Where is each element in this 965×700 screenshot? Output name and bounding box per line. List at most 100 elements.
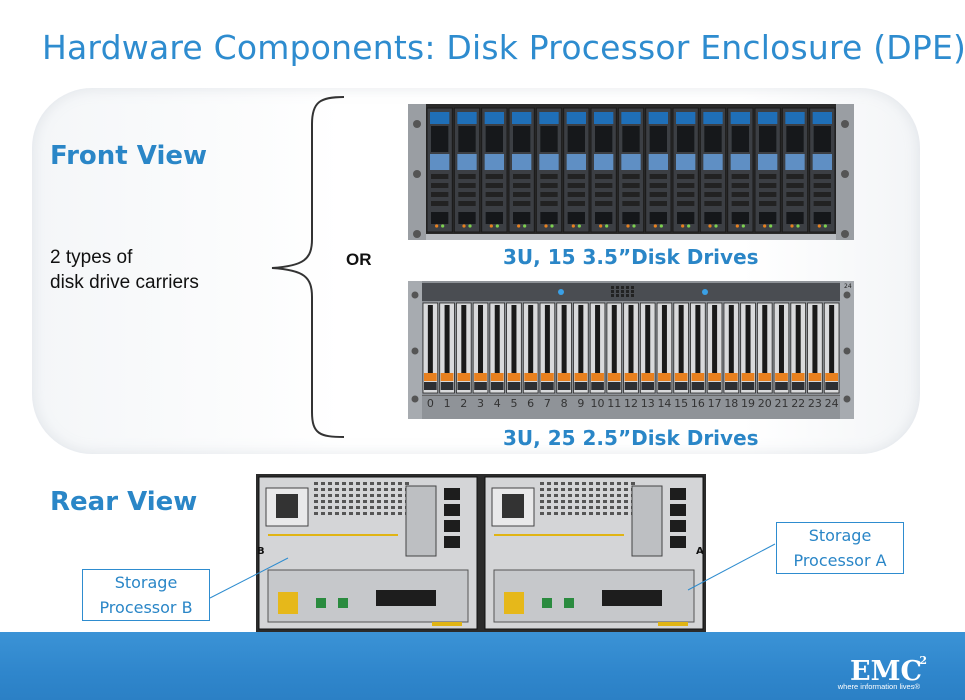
vent-grille <box>547 512 551 515</box>
drive-carrier-3-5 <box>672 107 699 233</box>
vent-grille <box>370 512 374 515</box>
network-port-icon <box>444 536 460 548</box>
vent-grille <box>616 294 619 297</box>
vent-grille <box>377 506 381 509</box>
vent-grille <box>314 506 318 509</box>
vent-grille <box>575 488 579 491</box>
vent-grille <box>626 290 629 293</box>
drive-carrier-2-5: 0 <box>422 302 439 410</box>
vent-grille <box>398 494 402 497</box>
vent-grille <box>370 488 374 491</box>
vent-grille <box>540 482 544 485</box>
power-socket-icon <box>502 494 524 518</box>
vent-grille <box>384 506 388 509</box>
label-strip-divider <box>422 395 840 396</box>
vent-grille <box>589 506 593 509</box>
vent-grille <box>377 482 381 485</box>
vent-grille <box>624 482 628 485</box>
network-port-icon <box>670 536 686 548</box>
vent-grille <box>398 512 402 515</box>
vent-grille <box>582 500 586 503</box>
drive-carrier-3-5 <box>645 107 672 233</box>
io-module <box>631 485 663 557</box>
vent-grille <box>631 482 635 485</box>
drive-carrier-3-5 <box>781 107 809 233</box>
vent-grille <box>321 488 325 491</box>
vent-grille <box>384 488 388 491</box>
enclosure-15-drives <box>408 104 854 240</box>
vent-grille <box>561 488 565 491</box>
sp-a-line1: Storage <box>808 526 872 545</box>
network-port-icon <box>444 504 460 516</box>
vent-grille <box>342 494 346 497</box>
slot-number-label: 10 <box>591 397 605 410</box>
vent-grille <box>621 294 624 297</box>
vent-grille <box>349 500 353 503</box>
vent-grille <box>568 488 572 491</box>
vent-grille <box>391 500 395 503</box>
vent-grille <box>370 506 374 509</box>
vent-grille <box>356 506 360 509</box>
drive-carrier-2-5: 6 <box>522 302 539 410</box>
vent-grille <box>540 512 544 515</box>
vent-grille <box>616 290 619 293</box>
vent-grille <box>589 488 593 491</box>
slot-number-label: 11 <box>607 397 621 410</box>
drive-carrier-3-5 <box>809 107 836 233</box>
drive-carrier-3-5 <box>535 107 563 233</box>
vent-grille <box>568 512 572 515</box>
vent-grille <box>582 482 586 485</box>
vent-grille <box>610 512 614 515</box>
vent-grille <box>335 506 339 509</box>
vent-grille <box>370 482 374 485</box>
slot-number-label: 16 <box>691 397 705 410</box>
vent-grille <box>561 512 565 515</box>
drive-carrier-2-5: 21 <box>773 302 790 410</box>
vent-grille <box>582 488 586 491</box>
network-port-icon <box>444 488 460 500</box>
vent-grille <box>631 290 634 293</box>
handle-icon <box>278 592 298 614</box>
vent-grille <box>377 500 381 503</box>
drive-carrier-2-5: 20 <box>756 302 773 410</box>
vent-grille <box>342 500 346 503</box>
vent-grille <box>540 488 544 491</box>
footer-bar <box>0 632 965 700</box>
vent-grille <box>621 286 624 289</box>
vent-grille <box>589 482 593 485</box>
sas-port-icon <box>376 590 436 606</box>
network-port-icon <box>670 520 686 532</box>
slot-number-label: 5 <box>510 397 517 410</box>
vent-grille <box>335 494 339 497</box>
screw-icon <box>411 395 419 403</box>
vent-grille <box>603 500 607 503</box>
vent-grille <box>391 512 395 515</box>
drive-carrier-2-5: 1 <box>439 302 455 410</box>
vent-grille <box>398 488 402 491</box>
vent-grille <box>611 286 614 289</box>
slot-number-label: 15 <box>674 397 688 410</box>
vent-grille <box>554 488 558 491</box>
vent-grille <box>624 494 628 497</box>
network-port-icon <box>670 504 686 516</box>
vent-grille <box>342 482 346 485</box>
drive-carrier-3-5 <box>563 107 590 233</box>
vent-grille <box>617 488 621 491</box>
drive-carrier-3-5 <box>481 107 508 233</box>
vent-grille <box>596 506 600 509</box>
vent-grille <box>356 512 360 515</box>
callout-lines <box>209 543 776 599</box>
vent-grille <box>328 488 332 491</box>
vent-grille <box>561 482 565 485</box>
vent-grille <box>617 512 621 515</box>
vent-grille <box>540 500 544 503</box>
corner-slot-label: 24 <box>844 283 852 290</box>
vent-grille <box>363 506 367 509</box>
screw-icon <box>413 230 421 238</box>
screw-icon <box>841 120 849 128</box>
vent-grille <box>328 512 332 515</box>
yellow-strip <box>432 622 462 626</box>
vent-grille <box>621 290 624 293</box>
vent-grille <box>596 494 600 497</box>
vent-grille <box>596 488 600 491</box>
